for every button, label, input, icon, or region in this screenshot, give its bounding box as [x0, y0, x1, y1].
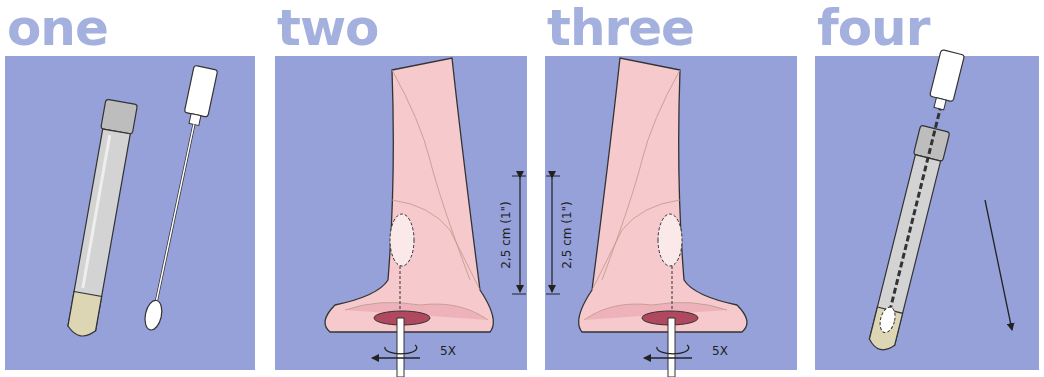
step-heading: one [7, 0, 108, 56]
step-heading: three [547, 0, 694, 56]
dimension-label: 2,5 cm (1") [560, 201, 574, 269]
dimension-label: 2,5 cm (1") [499, 201, 513, 269]
rotation-count: 5X [440, 344, 456, 358]
step-heading: two [277, 0, 378, 56]
step-heading: four [817, 0, 929, 56]
rotation-count: 5X [712, 344, 728, 358]
